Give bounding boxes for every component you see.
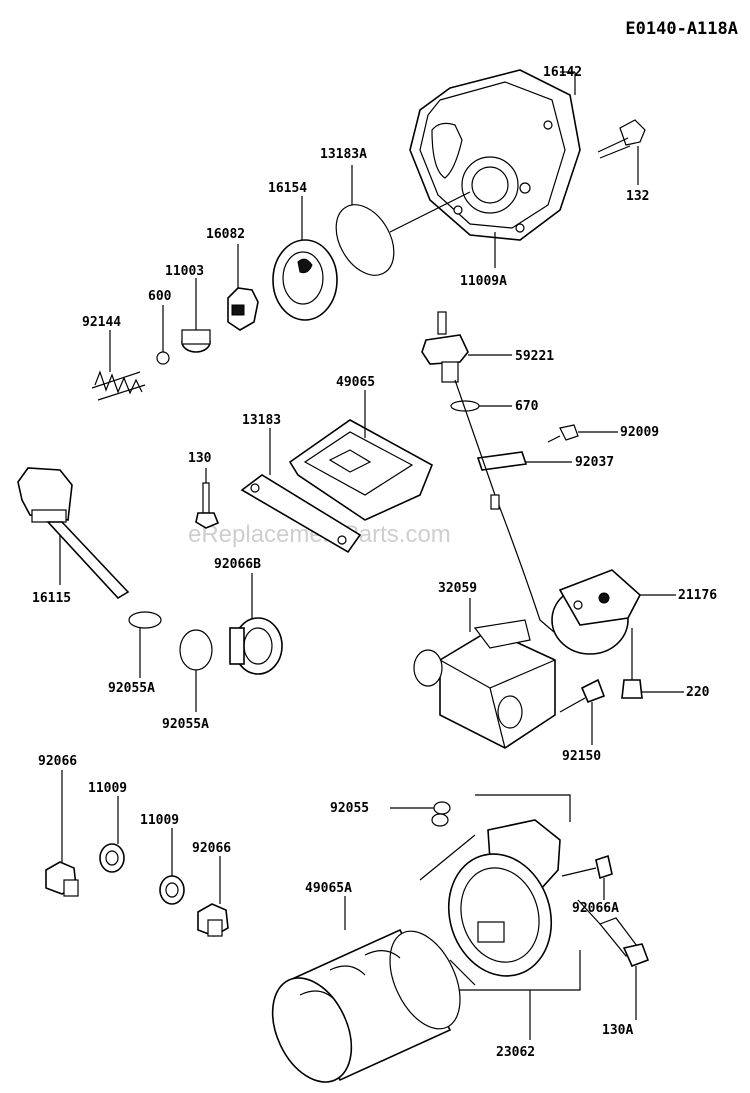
label-92066-left: 92066 [38,754,77,769]
label-92066A: 92066A [572,901,619,916]
label-11003: 11003 [165,264,204,279]
filter-base-23062[interactable] [433,819,566,989]
oring-13183A[interactable] [324,195,405,286]
label-16142: 16142 [543,65,582,80]
dipstick-16115[interactable] [17,467,130,600]
label-130A: 130A [602,1023,633,1038]
oring-92055A-right[interactable] [179,629,213,671]
tube-92037[interactable] [476,451,528,471]
outer-rotor-16154[interactable] [272,239,338,321]
inner-rotor-16082[interactable] [227,287,259,331]
label-130: 130 [188,451,212,466]
oring-92055[interactable] [431,801,451,827]
oring-92055A-left[interactable] [128,611,162,629]
label-670: 670 [515,399,539,414]
label-13183: 13183 [242,413,281,428]
label-92055A-left: 92055A [108,681,155,696]
label-92066-right: 92066 [192,841,231,856]
label-23062: 23062 [496,1045,535,1060]
label-92009: 92009 [620,425,659,440]
bracket-32059[interactable] [413,619,556,749]
bolt-92150[interactable] [559,678,606,713]
label-16082: 16082 [206,227,245,242]
label-49065: 49065 [336,375,375,390]
plug-92066A[interactable] [561,854,613,880]
diagram-code: E0140-A118A [625,19,738,39]
label-92150: 92150 [562,749,601,764]
label-92066B: 92066B [214,557,261,572]
label-49065A: 49065A [305,881,352,896]
bolt-130A[interactable] [599,917,650,968]
plug-92066B[interactable] [229,617,283,675]
label-92055: 92055 [330,801,369,816]
label-11009-a: 11009 [88,781,127,796]
bolt-132[interactable] [597,119,646,159]
screw-92009[interactable] [547,424,579,443]
label-32059: 32059 [438,581,477,596]
label-92144: 92144 [82,315,121,330]
screw-220[interactable] [621,628,643,699]
label-92037: 92037 [575,455,614,470]
bolt-130[interactable] [195,482,220,529]
plug-92066-right[interactable] [197,903,229,937]
label-16154: 16154 [268,181,307,196]
strainer-49065[interactable] [288,419,434,521]
label-59221: 59221 [515,349,554,364]
ball-600[interactable] [156,351,170,365]
washer-11009-a[interactable] [99,843,125,873]
label-220: 220 [686,685,710,700]
label-132: 132 [626,189,649,204]
label-92055A-right: 92055A [162,717,209,732]
washer-11009-b[interactable] [159,875,185,905]
spring-92144[interactable] [91,370,146,401]
oil-switch-59221[interactable] [421,311,469,383]
label-16115: 16115 [32,591,71,606]
solenoid-21176[interactable] [551,569,641,655]
label-11009A: 11009A [460,274,507,289]
pump-cover-16142[interactable] [409,69,581,241]
spacer-11003[interactable] [181,329,211,353]
oil-filter-49065A[interactable] [257,920,474,1093]
label-11009-b: 11009 [140,813,179,828]
label-21176: 21176 [678,588,717,603]
label-600: 600 [148,289,172,304]
label-13183A: 13183A [320,147,367,162]
plug-92066-left[interactable] [45,861,79,897]
plate-13183[interactable] [240,474,362,554]
